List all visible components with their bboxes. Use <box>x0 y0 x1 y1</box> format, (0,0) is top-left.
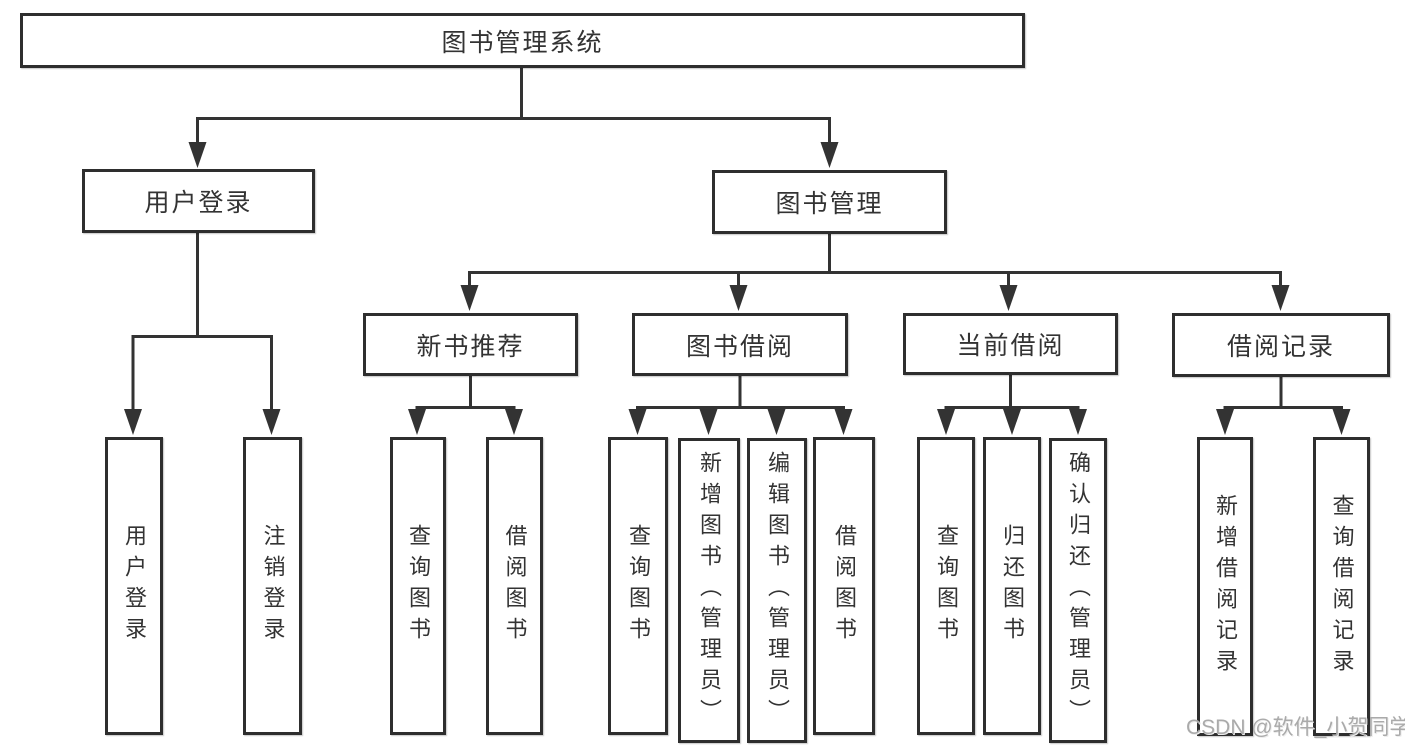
connector-line <box>131 233 273 413</box>
leaf-current-return-books: 归还图书 <box>983 437 1041 735</box>
connector-new-book-split <box>408 376 523 435</box>
arrowhead-icon <box>1216 409 1234 435</box>
node-user-login: 用户登录 <box>82 169 315 233</box>
node-current-borrowing: 当前借阅 <box>903 313 1118 375</box>
leaf-borrow-query-books: 查询图书 <box>608 437 668 735</box>
connector-user-login-split <box>124 233 281 435</box>
leaf-borrow-edit-books-admin: 编辑图书（管理员） <box>747 438 807 743</box>
arrowhead-icon <box>767 409 786 435</box>
node-book-management: 图书管理 <box>712 170 947 234</box>
arrowhead-icon <box>1003 409 1021 435</box>
arrowhead-icon <box>834 409 853 435</box>
connector-line <box>468 234 1282 288</box>
connector-current-borrowing-split <box>937 375 1087 435</box>
connector-line <box>415 376 516 413</box>
arrowhead-icon <box>937 409 955 435</box>
arrowhead-icon <box>262 409 281 435</box>
connector-borrowing-records-split <box>1216 377 1351 435</box>
arrowhead-icon <box>460 285 479 311</box>
arrowhead-icon <box>729 285 748 311</box>
node-new-book-recommendation: 新书推荐 <box>363 313 578 376</box>
watermark: CSDN @软件_小贺同学 <box>1186 716 1405 739</box>
leaf-newbook-query-books: 查询图书 <box>390 437 446 735</box>
connector-line <box>636 376 845 413</box>
leaf-records-add-borrow-record: 新增借阅记录 <box>1197 437 1253 736</box>
arrowhead-icon <box>408 409 426 435</box>
connector-line <box>196 68 831 146</box>
connector-line <box>1223 377 1343 413</box>
connector-book-management-split <box>460 234 1290 311</box>
connector-root-split <box>188 68 839 168</box>
leaf-user-login: 用户登录 <box>105 437 163 735</box>
arrowhead-icon <box>1332 409 1351 435</box>
leaf-current-query-books: 查询图书 <box>917 437 975 735</box>
arrowhead-icon <box>188 142 207 168</box>
arrowhead-icon <box>1271 285 1290 311</box>
arrowhead-icon <box>999 285 1018 311</box>
leaf-borrow-borrow-books: 借阅图书 <box>813 437 875 735</box>
leaf-newbook-borrow-books: 借阅图书 <box>486 437 543 735</box>
arrowhead-icon <box>124 409 142 435</box>
leaf-records-query-borrow-record: 查询借阅记录 <box>1313 437 1370 736</box>
connector-line <box>944 375 1080 413</box>
leaf-current-confirm-return-admin: 确认归还（管理员） <box>1049 438 1107 743</box>
node-book-borrowing: 图书借阅 <box>632 313 848 376</box>
arrowhead-icon <box>1069 409 1087 435</box>
node-root: 图书管理系统 <box>20 13 1025 68</box>
connector-book-borrowing-split <box>628 376 853 435</box>
arrowhead-icon <box>699 409 718 435</box>
leaf-logout: 注销登录 <box>243 437 302 735</box>
node-borrowing-records: 借阅记录 <box>1172 313 1390 377</box>
leaf-borrow-add-books-admin: 新增图书（管理员） <box>678 438 740 743</box>
arrowhead-icon <box>628 409 647 435</box>
arrowhead-icon <box>820 142 839 168</box>
arrowhead-icon <box>505 409 523 435</box>
